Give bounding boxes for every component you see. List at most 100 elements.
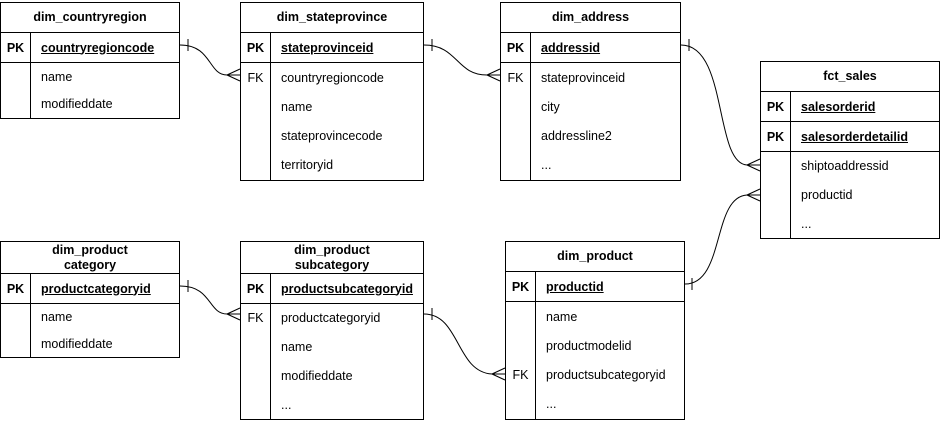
entity-fct-sales[interactable]: fct_sales PK salesorderid PK salesorderd… [760,61,940,239]
key-badge [761,181,790,210]
field-label: territoryid [281,158,334,173]
pk-row: PK productsubcategoryid [241,274,423,304]
field-label: modifieddate [41,336,113,351]
field-label: productsubcategoryid [546,368,666,383]
key-badge [241,92,270,121]
entity-body: name modifieddate [1,63,179,118]
relationship-countryregion-stateprovince[interactable] [179,39,241,82]
entity-body: FK countryregioncode name stateprovincec… [241,63,423,180]
key-column [1,304,31,357]
field-column: name productmodelid productsubcategoryid… [536,302,684,419]
key-badge [1,304,30,331]
field-label: shiptoaddressid [801,159,889,174]
field-label: productcategoryid [281,311,381,326]
key-badge [501,122,530,151]
key-badge [501,151,530,180]
cardinality-many-icon [746,158,761,172]
relationship-address-fctsales[interactable] [680,39,761,172]
key-column: FK [501,63,531,180]
key-badge [506,390,535,419]
entity-body: shiptoaddressid productid ... [761,152,939,238]
pk-badge: PK [761,92,791,121]
entity-dim-address[interactable]: dim_address PK addressid FK stateprovinc… [500,2,681,181]
key-column: FK [241,304,271,419]
field-column: name modifieddate [31,63,179,118]
key-badge [761,209,790,238]
pk-field-label: salesorderdetailid [801,129,908,144]
key-badge [1,63,30,91]
pk-field-label: stateprovinceid [281,40,374,55]
field-label: name [281,99,313,114]
cardinality-many-icon [226,307,241,321]
entity-dim-product-subcategory[interactable]: dim_product subcategory PK productsubcat… [240,241,424,420]
pk-row: PK salesorderdetailid [761,122,939,152]
cardinality-many-icon [491,367,506,381]
pk-badge: PK [241,274,271,303]
field-label: name [41,69,73,84]
entity-body: name modifieddate [1,304,179,357]
key-badge: FK [507,70,524,85]
field-column: stateprovinceid city addressline2 ... [531,63,680,180]
entity-title: dim_countryregion [1,3,179,33]
relationship-product-fctsales[interactable] [684,188,761,290]
entity-title: dim_product [506,242,684,272]
field-label: ... [801,216,812,231]
entity-dim-stateprovince[interactable]: dim_stateprovince PK stateprovinceid FK … [240,2,424,181]
field-column: productcategoryid name modifieddate ... [271,304,423,419]
field-label: name [41,310,73,325]
key-badge: FK [247,311,264,326]
key-badge [501,92,530,121]
pk-badge: PK [501,33,531,62]
relationship-line [179,285,228,315]
key-column [761,152,791,238]
relationship-stateprovince-address[interactable] [423,39,501,82]
pk-field-label: productid [546,279,604,294]
field-label: productmodelid [546,338,632,353]
entity-dim-countryregion[interactable]: dim_countryregion PK countryregioncode n… [0,2,180,119]
field-label: ... [546,397,557,412]
field-column: name modifieddate [31,304,179,357]
field-label: productid [801,188,853,202]
pk-row: PK stateprovinceid [241,33,423,63]
entity-title: dim_address [501,3,680,33]
pk-row: PK salesorderid [761,92,939,122]
pk-badge: PK [506,272,536,301]
field-label: modifieddate [281,368,353,383]
field-column: shiptoaddressid productid ... [791,152,939,238]
pk-row: PK addressid [501,33,680,63]
relationship-line [179,44,228,76]
pk-field-label: salesorderid [801,99,876,114]
key-badge [506,331,535,360]
entity-dim-product[interactable]: dim_product PK productid FK name product… [505,241,685,420]
entity-title: fct_sales [761,62,939,92]
key-badge [241,390,270,419]
entity-dim-product-category[interactable]: dim_product category PK productcategoryi… [0,241,180,358]
field-label: name [281,340,313,355]
key-badge [1,91,30,119]
field-label: stateprovincecode [281,129,383,144]
field-label: city [541,99,560,114]
relationship-line [423,313,493,375]
cardinality-many-icon [226,68,241,82]
relationship-line [680,44,748,166]
key-badge [761,152,790,181]
pk-row: PK countryregioncode [1,33,179,63]
pk-field-label: addressid [541,40,601,55]
entity-body: FK productcategoryid name modifieddate .… [241,304,423,419]
relationship-productcategory-productsubcategory[interactable] [179,280,241,321]
key-badge [241,362,270,391]
pk-field-label: productcategoryid [41,281,151,296]
pk-badge: PK [241,33,271,62]
entity-title: dim_product subcategory [241,242,423,274]
relationship-line [684,194,748,285]
relationship-productsubcategory-product[interactable] [423,308,506,381]
pk-badge: PK [1,274,31,303]
key-badge: FK [512,368,529,383]
key-badge: FK [247,70,264,85]
field-column: countryregioncode name stateprovincecode… [271,63,423,180]
key-column: FK [506,302,536,419]
key-badge [506,302,535,331]
field-label: stateprovinceid [541,70,626,85]
relationship-line [423,44,488,76]
